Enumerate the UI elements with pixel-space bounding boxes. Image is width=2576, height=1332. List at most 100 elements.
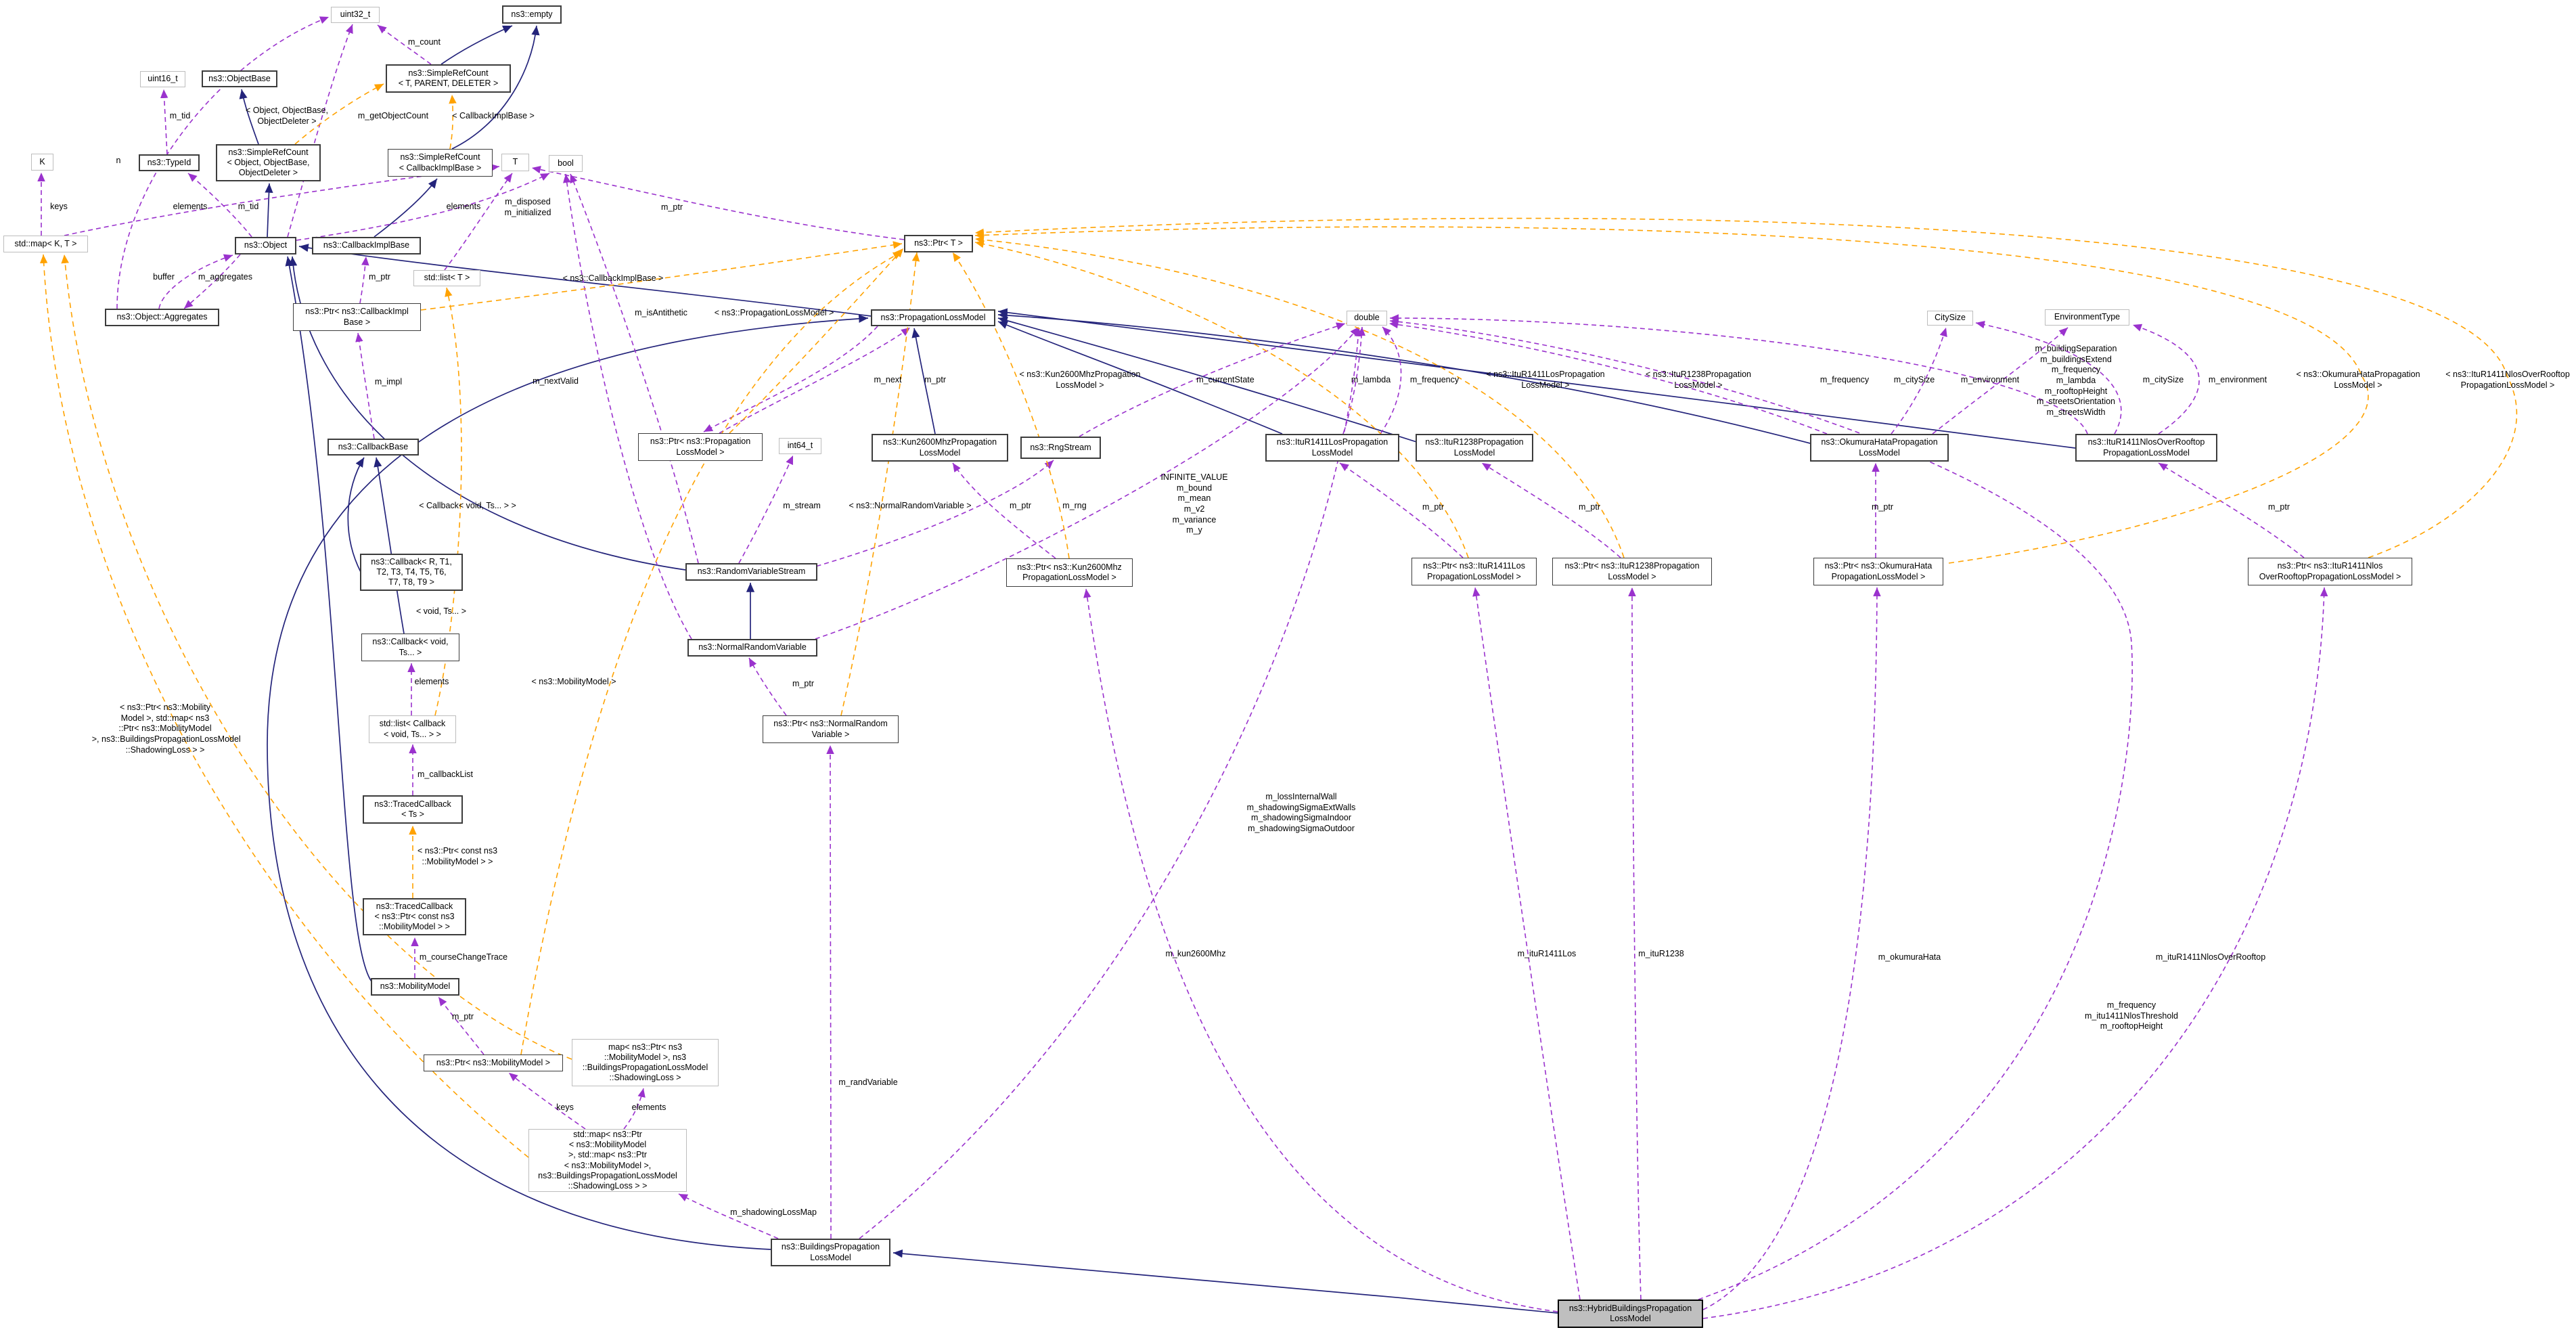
- edge-label: n: [116, 156, 121, 165]
- class-node-label: T2, T3, T4, T5, T6,: [376, 567, 447, 577]
- class-node-ptr_mm[interactable]: ns3::Ptr< ns3::MobilityModel >: [424, 1054, 563, 1071]
- edge-inheritance: [374, 178, 438, 238]
- class-node-label: int64_t: [787, 441, 813, 451]
- class-node-label: ns3::Kun2600MhzPropagation: [882, 437, 997, 447]
- class-node-label: ns3::Callback< void,: [372, 637, 449, 647]
- class-node-label: ns3::Ptr< ns3::Propagation: [650, 437, 751, 447]
- edge-label: < CallbackImplBase >: [452, 111, 535, 120]
- edge-template: [294, 83, 384, 145]
- edge-label: < ns3::ItuR1238Propagation LossModel >: [1645, 370, 1752, 390]
- edge-inheritance: [265, 183, 273, 238]
- class-node-label: uint32_t: [340, 9, 371, 20]
- edge-template: [39, 254, 529, 1158]
- class-node-T: T: [501, 154, 529, 171]
- class-node-label: ns3::CallbackImplBase: [323, 240, 410, 250]
- class-node-callback_void[interactable]: ns3::Callback< void,Ts... >: [361, 634, 459, 661]
- class-node-src_cib[interactable]: ns3::SimpleRefCount< CallbackImplBase >: [388, 149, 493, 177]
- edge-usage: [183, 254, 241, 309]
- class-node-label: std::map< K, T >: [14, 238, 77, 248]
- edge-label: m_disposed m_initialized: [504, 197, 551, 217]
- class-node-label: < ns3::Ptr< const ns3: [374, 911, 455, 921]
- class-node-label: ns3::BuildingsPropagationLossModel: [538, 1170, 677, 1180]
- class-node-label: uint16_t: [148, 74, 178, 84]
- edge-label: elements: [631, 1103, 666, 1112]
- class-node-label: ns3::Object::Aggregates: [116, 312, 208, 322]
- class-node-object[interactable]: ns3::Object: [235, 237, 296, 254]
- edge-label: keys: [556, 1103, 574, 1112]
- class-node-tracedcb[interactable]: ns3::TracedCallback< Ts >: [363, 795, 463, 824]
- edge-usage: [1702, 587, 1881, 1310]
- class-node-map_sl: map< ns3::Ptr< ns3::MobilityModel >, ns3…: [572, 1039, 719, 1086]
- class-node-label: ns3::ItuR1411NlosOverRooftop: [2087, 437, 2205, 447]
- class-node-label: CitySize: [1935, 313, 1966, 323]
- class-node-label: ns3::Ptr< ns3::NormalRandom: [773, 719, 888, 729]
- edge-label: m_getObjectCount: [357, 111, 429, 120]
- class-node-nrv[interactable]: ns3::NormalRandomVariable: [687, 639, 817, 657]
- class-node-typeid[interactable]: ns3::TypeId: [139, 154, 200, 171]
- edge-usage: [377, 24, 432, 65]
- class-node-label: std::list< T >: [424, 273, 470, 283]
- class-node-label: ::MobilityModel > >: [379, 922, 450, 932]
- class-node-objectbase[interactable]: ns3::ObjectBase: [202, 70, 277, 87]
- class-node-rvs[interactable]: ns3::RandomVariableStream: [685, 563, 817, 581]
- class-node-plm[interactable]: ns3::PropagationLossModel: [871, 309, 995, 326]
- class-node-label: LossModel: [1859, 447, 1900, 458]
- class-node-label: ::BuildingsPropagationLossModel: [582, 1063, 708, 1072]
- class-node-mobility[interactable]: ns3::MobilityModel: [371, 978, 459, 996]
- class-node-src_tpd[interactable]: ns3::SimpleRefCount< T, PARENT, DELETER …: [386, 64, 511, 93]
- class-node-label: Variable >: [811, 729, 850, 739]
- class-node-label: < Ts >: [401, 809, 424, 819]
- edge-template: [729, 248, 904, 434]
- class-node-callbackimplbase[interactable]: ns3::CallbackImplBase: [312, 237, 421, 254]
- class-node-stdlistT: std::list< T >: [413, 270, 480, 286]
- edge-template: [520, 251, 903, 1055]
- class-node-label: ns3::ObjectBase: [208, 73, 271, 83]
- class-node-aggregates[interactable]: ns3::Object::Aggregates: [105, 309, 219, 326]
- class-node-tracedcb_mm[interactable]: ns3::TracedCallback< ns3::Ptr< const ns3…: [363, 898, 466, 935]
- class-node-label: < Object, ObjectBase,: [227, 157, 310, 167]
- edge-usage: [531, 165, 905, 240]
- edge-usage: [160, 89, 168, 155]
- class-node-label: std::list< Callback: [379, 719, 446, 729]
- class-node-src_obj[interactable]: ns3::SimpleRefCount< Object, ObjectBase,…: [216, 144, 321, 181]
- class-node-empty[interactable]: ns3::empty: [502, 5, 562, 24]
- edge-label: INFINITE_VALUE m_bound m_mean m_v2 m_var…: [1160, 472, 1228, 535]
- class-node-label: ns3::OkumuraHataPropagation: [1821, 437, 1938, 447]
- edge-label: m_frequency: [1820, 375, 1870, 384]
- edge-usage: [1891, 327, 1947, 435]
- edge-label: m_stream: [783, 501, 821, 510]
- edge-usage: [815, 326, 1359, 640]
- class-node-callbackbase[interactable]: ns3::CallbackBase: [327, 439, 419, 456]
- class-node-label: ns3::ItuR1238Propagation: [1425, 437, 1524, 447]
- edge-usage: [116, 16, 330, 309]
- edge-label: buffer: [153, 272, 175, 282]
- edge-usage: [1083, 588, 1558, 1312]
- edge-usage: [748, 657, 787, 716]
- edge-label: < Callback< void, Ts... > >: [419, 501, 516, 510]
- class-node-bool: bool: [549, 155, 583, 172]
- edge-usage: [355, 332, 375, 439]
- edge-inheritance: [267, 314, 869, 1250]
- class-node-callbackR[interactable]: ns3::Callback< R, T1,T2, T3, T4, T5, T6,…: [360, 554, 463, 591]
- class-node-label: Ts... >: [399, 647, 422, 657]
- edge-usage: [859, 327, 1363, 1239]
- edge-label: m_isAntithetic: [635, 308, 687, 317]
- class-node-rngstream[interactable]: ns3::RngStream: [1020, 437, 1101, 459]
- edge-label: m_ituR1238: [1638, 949, 1684, 958]
- class-node-ptrT[interactable]: ns3::Ptr< T >: [904, 235, 973, 252]
